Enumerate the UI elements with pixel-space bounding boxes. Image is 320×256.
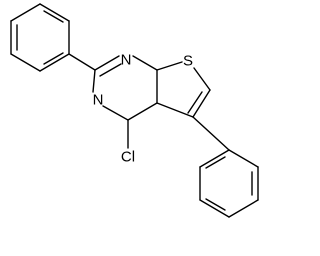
bond — [228, 199, 259, 218]
bond — [132, 55, 158, 71]
bond — [102, 105, 129, 121]
bond — [205, 198, 226, 211]
pyrimidine-ring — [92, 55, 158, 121]
bond — [68, 53, 96, 71]
bond — [127, 102, 158, 121]
bond — [199, 199, 230, 218]
bond — [43, 10, 64, 23]
bond — [43, 52, 64, 65]
bond — [192, 116, 230, 151]
bond — [10, 53, 41, 72]
bond — [156, 102, 194, 118]
phenyl-ring-right — [199, 149, 259, 218]
molecule-structure-diagram: N N S Cl — [10, 3, 259, 218]
bond — [39, 3, 70, 22]
bond — [94, 55, 120, 71]
nitrogen-atom-label-upper: N — [121, 52, 132, 69]
bond — [193, 67, 211, 91]
bond — [10, 3, 41, 22]
phenyl-ring-left — [10, 3, 70, 72]
chlorine-atom-label: Cl — [121, 149, 135, 166]
nitrogen-atom-label-lower: N — [93, 92, 104, 109]
bond — [99, 63, 122, 77]
bond — [92, 69, 96, 93]
bond — [187, 91, 203, 114]
bond — [205, 156, 226, 169]
sulfur-atom-label: S — [183, 53, 193, 70]
bond — [228, 149, 259, 168]
bond — [199, 149, 230, 168]
bond — [156, 61, 183, 71]
bond — [39, 53, 70, 72]
bond — [192, 89, 211, 118]
thiophene-ring — [156, 61, 211, 118]
